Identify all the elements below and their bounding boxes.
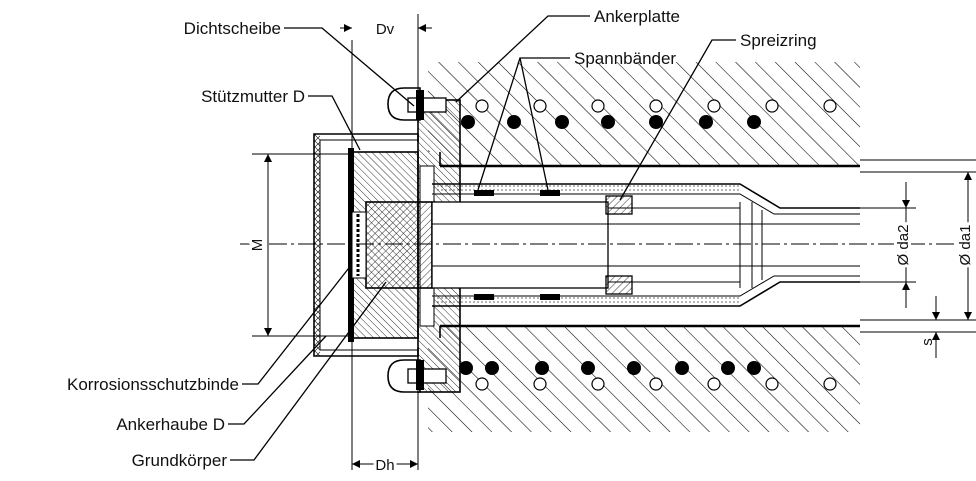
concrete-body [428,62,976,432]
label-stuetzmutter: Stützmutter D [201,87,305,106]
label-dv: Dv [376,21,395,38]
base-body [351,201,433,289]
leader-lines [228,15,736,461]
dimension-da2: Ø da2 [860,182,916,308]
label-s: s [919,338,936,346]
dimension-dv: Dv [340,21,432,38]
dimension-s: s [919,296,940,358]
tendon [431,201,860,289]
dimension-dh: Dh [352,454,418,477]
duct-tube [432,183,860,307]
dimension-da1: Ø da1 [954,172,976,320]
label-ankerhaube: Ankerhaube D [116,415,225,434]
label-da2: Ø da2 [895,225,912,266]
rebar-lower [459,361,837,391]
rebar-upper [461,99,837,129]
label-da1: Ø da1 [957,225,974,266]
label-spreizring: Spreizring [740,31,817,50]
label-ankerplatte: Ankerplatte [594,7,680,26]
label-m: M [249,239,266,252]
dimension-m: M [246,153,352,337]
spreader-ring [605,195,633,295]
label-spannbaender: Spannbänder [574,49,676,68]
label-dh: Dh [375,457,394,474]
label-grundkoerper: Grundkörper [132,451,228,470]
label-korrosionsschutzbinde: Korrosionsschutzbinde [67,375,239,394]
clamping-bands [474,190,560,300]
label-dichtscheibe: Dichtscheibe [184,19,281,38]
